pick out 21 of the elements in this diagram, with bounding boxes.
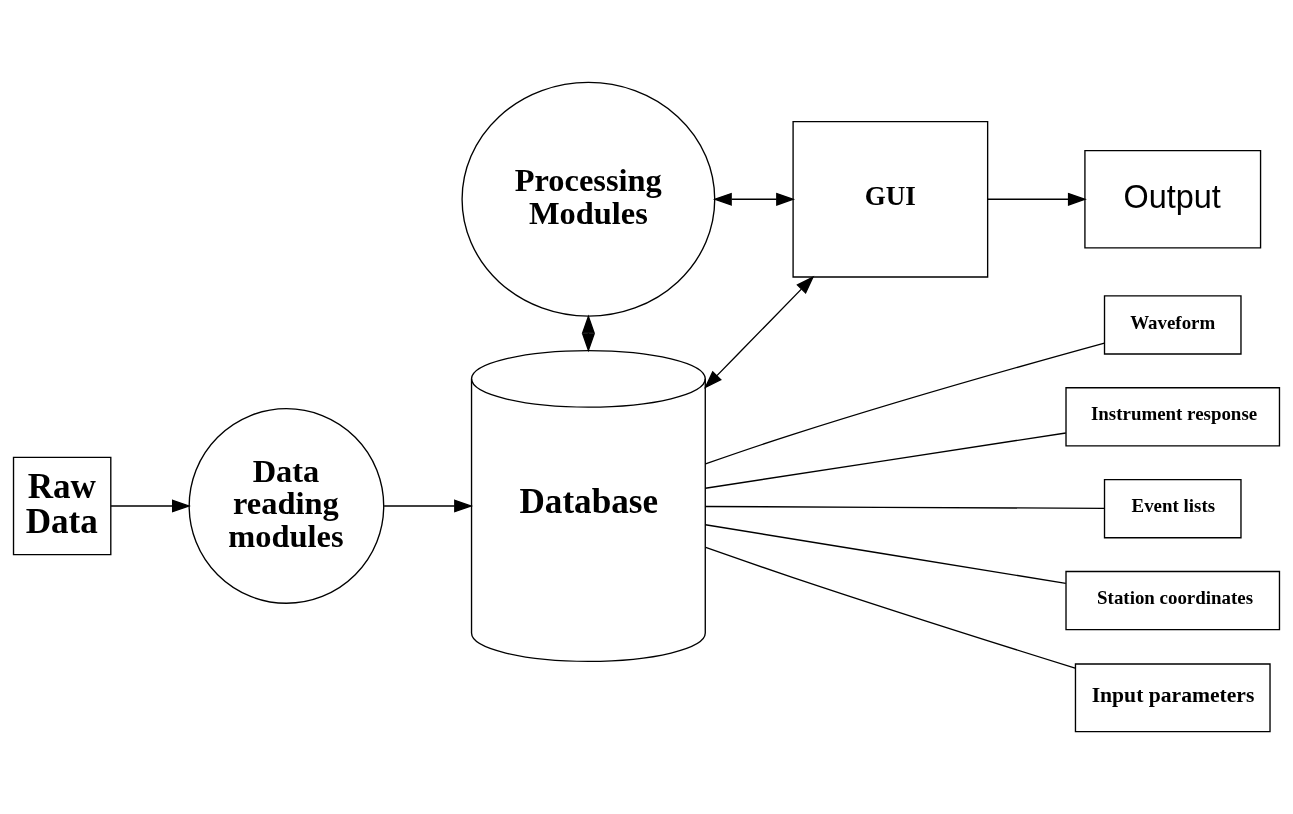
connector — [705, 546, 1076, 669]
node-box: Input parameters — [1074, 663, 1271, 733]
node-box: Event lists — [1103, 478, 1242, 539]
connector — [704, 432, 1067, 489]
node-circle: Data reading modules — [188, 408, 385, 604]
node-box: Instrument response — [1065, 387, 1281, 447]
arrow — [110, 499, 191, 513]
arrow — [987, 192, 1087, 206]
connector — [704, 524, 1067, 585]
arrow — [704, 275, 815, 389]
node-box: Station coordinates — [1065, 570, 1281, 631]
node-box: GUI — [792, 120, 989, 278]
connector — [704, 342, 1106, 465]
node-circle: Processing Modules — [461, 81, 716, 317]
connector — [704, 505, 1106, 510]
node-box: Output — [1084, 149, 1262, 249]
node-box: Waveform — [1103, 295, 1242, 355]
arrow — [383, 499, 474, 513]
arrow — [581, 314, 596, 353]
arrow — [712, 192, 796, 206]
node-box: Raw Data — [12, 456, 112, 556]
